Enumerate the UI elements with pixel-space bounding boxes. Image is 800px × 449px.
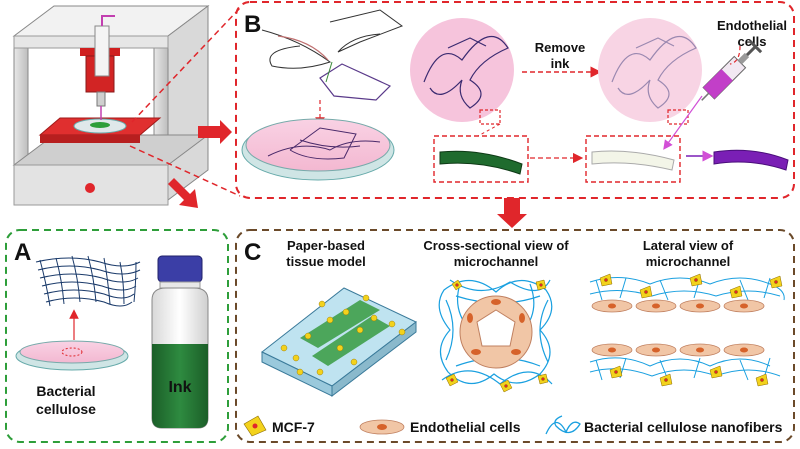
panel-c-letter: C	[244, 239, 261, 266]
ink-label: Ink	[168, 379, 191, 396]
dish-top-view-channels	[598, 18, 702, 122]
nanofiber-icon	[545, 415, 581, 435]
ink-filled-channel	[439, 150, 523, 175]
arrow-b-to-c	[497, 198, 527, 228]
panel-a-letter: A	[14, 239, 31, 266]
flow-arrows	[129, 7, 527, 228]
arrow-printer-to-b	[198, 120, 232, 144]
panel-b-frame	[235, 1, 795, 199]
panel-b-letter: B	[244, 11, 261, 38]
panel-c-frame	[235, 229, 795, 443]
mcf7-cell-icon	[243, 415, 267, 437]
dish-top-view-ink	[410, 18, 514, 122]
cross-section-label-1: Cross-sectional view of	[423, 238, 569, 253]
petri-dish-a	[15, 340, 129, 371]
bioprinter-illustration	[12, 5, 210, 206]
endothelial-cell-icon	[359, 419, 405, 435]
scaffold-3d-sketch	[261, 9, 404, 101]
bacterial-label-2: cellulose	[36, 401, 96, 417]
printer-power-button	[85, 183, 95, 193]
cross-section-microchannel	[438, 276, 553, 393]
legend-nanofiber-label: Bacterial cellulose nanofibers	[584, 419, 783, 435]
arrow-to-printer	[168, 178, 198, 208]
paper-model-label-1: Paper-based	[287, 238, 365, 253]
paper-tissue-model	[261, 287, 417, 398]
ink-bottle-icon	[151, 255, 209, 429]
bacterial-cellulose-mesh	[35, 255, 141, 307]
legend-endothelial-label: Endothelial cells	[410, 419, 521, 435]
remove-ink-label-1: Remove	[535, 40, 586, 55]
cross-section-label-2: microchannel	[454, 254, 539, 269]
endothelial-label-1: Endothelial	[717, 18, 787, 33]
lateral-label-1: Lateral view of	[643, 238, 734, 253]
remove-ink-label-2: ink	[551, 56, 571, 71]
bacterial-label-1: Bacterial	[36, 383, 95, 399]
panel-a-frame	[5, 229, 229, 443]
empty-channel	[591, 150, 675, 171]
endothelialized-channel	[713, 149, 789, 171]
legend-mcf7-label: MCF-7	[272, 419, 315, 435]
legend: MCF-7 Endothelial cells Bacterial cellul…	[243, 415, 783, 437]
lateral-view-microchannel	[589, 273, 785, 387]
petri-dish-with-scaffold	[241, 118, 395, 181]
paper-model-label-2: tissue model	[286, 254, 365, 269]
syringe-icon	[701, 39, 763, 101]
lateral-label-2: microchannel	[646, 254, 731, 269]
